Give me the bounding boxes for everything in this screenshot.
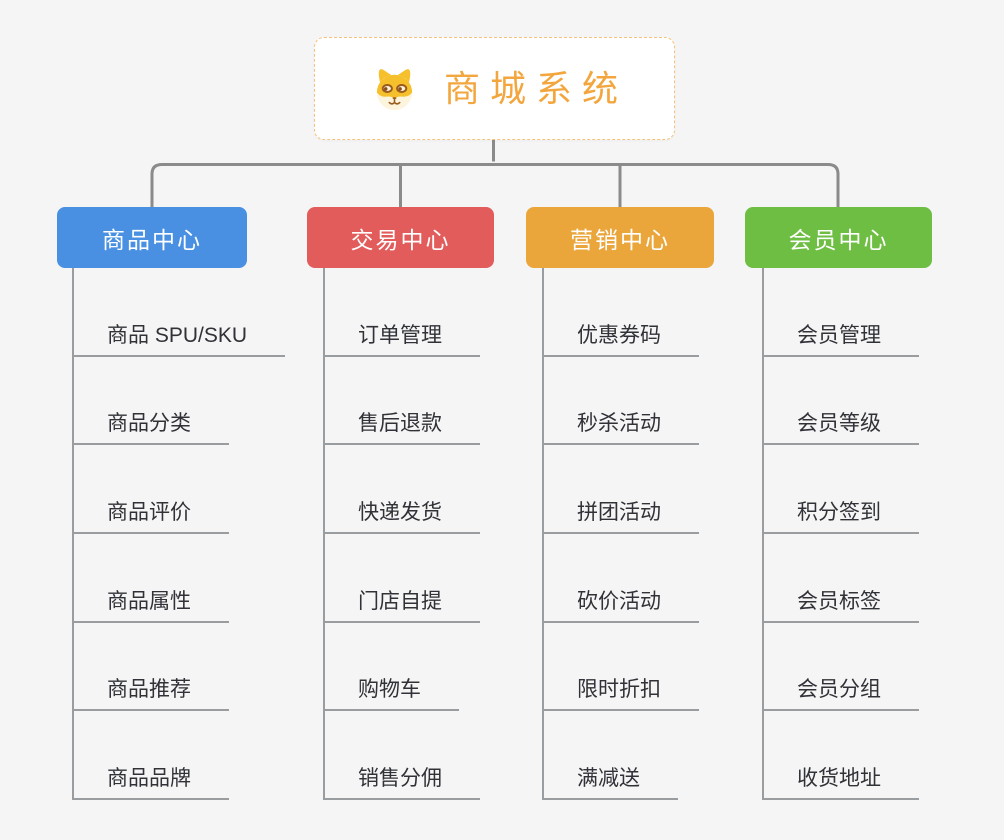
leaf-row: 积分签到 [764, 445, 1002, 535]
leaf-item[interactable]: 商品品牌 [74, 768, 229, 801]
leaf-item[interactable]: 会员标签 [764, 591, 919, 623]
leaf-item[interactable]: 门店自提 [325, 591, 480, 623]
leaf-item[interactable]: 销售分佣 [325, 768, 480, 801]
branch-marketing-center[interactable]: 营销中心 [526, 207, 714, 268]
root-title: 商城系统 [443, 67, 628, 109]
leaf-row: 购物车 [325, 623, 563, 712]
branch-label: 营销中心 [570, 226, 670, 253]
leaf-row: 拼团活动 [544, 445, 782, 535]
leaf-row: 门店自提 [325, 534, 563, 623]
leaf-item[interactable]: 售后退款 [325, 413, 480, 446]
leaf-item[interactable]: 商品推荐 [74, 679, 229, 712]
leaf-item[interactable]: 积分签到 [764, 502, 919, 535]
leaf-row: 秒杀活动 [544, 357, 782, 446]
leaf-row: 商品推荐 [74, 623, 312, 712]
leaf-item[interactable]: 优惠券码 [544, 325, 699, 357]
leaf-item[interactable]: 拼团活动 [544, 502, 699, 535]
leaf-row: 会员标签 [764, 534, 1002, 623]
leaf-row: 商品分类 [74, 357, 312, 446]
leaf-item[interactable]: 快递发货 [325, 502, 480, 535]
leaf-item[interactable]: 限时折扣 [544, 679, 699, 712]
leaf-row: 销售分佣 [325, 711, 563, 801]
leaf-row: 收货地址 [764, 711, 1002, 801]
leaf-item[interactable]: 会员分组 [764, 679, 919, 712]
leaf-row: 商品评价 [74, 445, 312, 535]
leaf-item[interactable]: 满减送 [544, 768, 678, 801]
leaf-item[interactable]: 收货地址 [764, 768, 919, 801]
leaf-item[interactable]: 订单管理 [325, 325, 480, 357]
leaf-item[interactable]: 会员等级 [764, 413, 919, 446]
leaf-row: 砍价活动 [544, 534, 782, 623]
leaf-item[interactable]: 购物车 [325, 679, 459, 712]
dog-face-icon [376, 69, 413, 111]
leaf-item[interactable]: 商品属性 [74, 591, 229, 623]
leaf-row: 会员等级 [764, 357, 1002, 446]
root-node[interactable]: 商城系统 [314, 37, 675, 140]
leaf-row: 商品 SPU/SKU [74, 268, 312, 357]
column-product-center: 商品 SPU/SKU 商品分类 商品评价 商品属性 商品推荐 商品品牌 [72, 268, 312, 801]
leaf-item[interactable]: 砍价活动 [544, 591, 699, 623]
leaf-row: 限时折扣 [544, 623, 782, 712]
leaf-row: 商品属性 [74, 534, 312, 623]
branch-trade-center[interactable]: 交易中心 [307, 207, 494, 268]
leaf-row: 优惠券码 [544, 268, 782, 357]
leaf-item[interactable]: 会员管理 [764, 325, 919, 357]
branch-label: 会员中心 [788, 226, 889, 253]
leaf-row: 售后退款 [325, 357, 563, 446]
leaf-row: 订单管理 [325, 268, 563, 357]
leaf-item[interactable]: 商品 SPU/SKU [74, 325, 286, 357]
branch-label: 商品中心 [102, 226, 202, 253]
leaf-row: 满减送 [544, 711, 782, 801]
leaf-row: 会员管理 [764, 268, 1002, 357]
branch-label: 交易中心 [350, 226, 451, 253]
column-trade-center: 订单管理 售后退款 快递发货 门店自提 购物车 销售分佣 [323, 268, 563, 801]
column-marketing-center: 优惠券码 秒杀活动 拼团活动 砍价活动 限时折扣 满减送 [542, 268, 782, 801]
leaf-item[interactable]: 商品评价 [74, 502, 229, 535]
leaf-row: 快递发货 [325, 445, 563, 535]
leaf-row: 会员分组 [764, 623, 1002, 712]
branch-product-center[interactable]: 商品中心 [57, 207, 247, 268]
leaf-row: 商品品牌 [74, 711, 312, 801]
branch-member-center[interactable]: 会员中心 [745, 207, 932, 268]
column-member-center: 会员管理 会员等级 积分签到 会员标签 会员分组 收货地址 [762, 268, 1002, 801]
leaf-item[interactable]: 秒杀活动 [544, 413, 699, 446]
connector-path [150, 140, 840, 208]
leaf-item[interactable]: 商品分类 [74, 413, 229, 446]
